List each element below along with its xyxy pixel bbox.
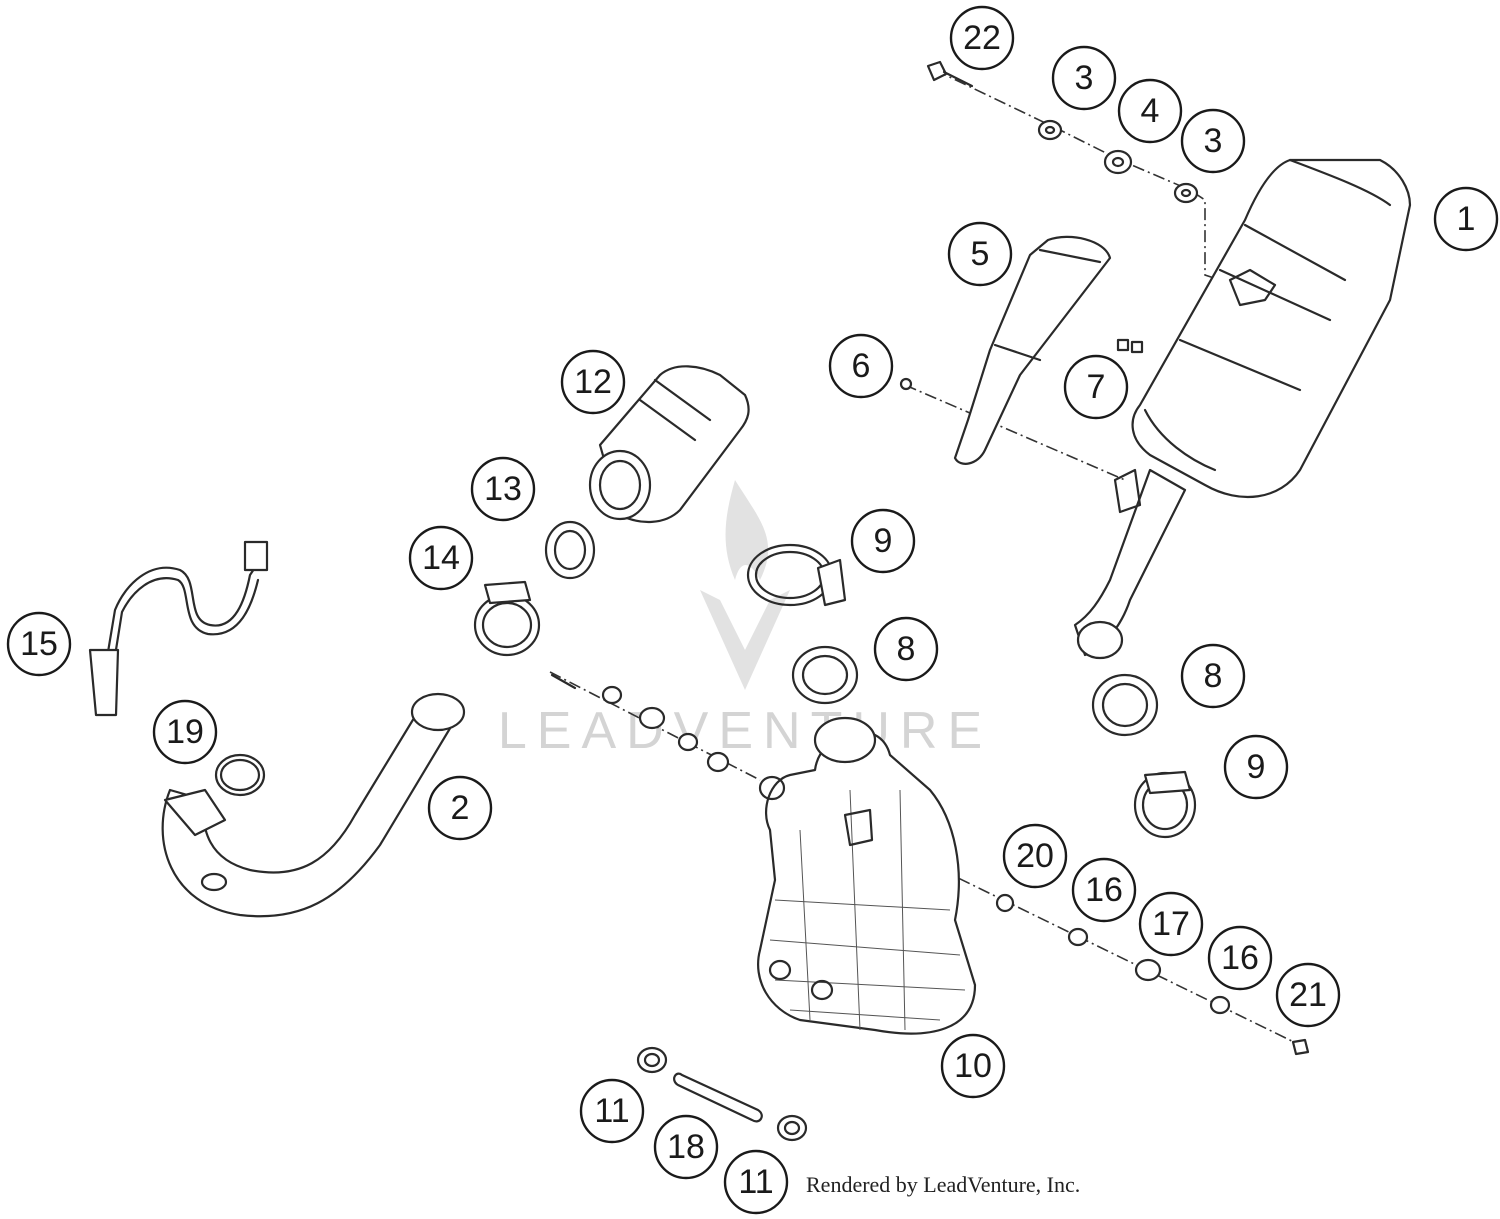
callout-3-second-label: 3 [1204,122,1223,160]
callout-3-second: 3 [1180,108,1246,174]
callout-4-label: 4 [1141,92,1160,130]
part-2-header-pipe [161,692,466,918]
part-7-nuts [1116,338,1144,354]
callout-9-second: 9 [1223,734,1289,800]
part-22-bolt [926,60,974,88]
part-8-gasket-lower [1091,673,1159,737]
callout-10: 10 [940,1033,1006,1099]
callout-8-label: 8 [897,630,916,668]
callout-1-label: 1 [1457,200,1476,238]
fastener-stack-lower [995,893,1310,1056]
callout-11: 11 [579,1078,645,1144]
callout-17-label: 17 [1152,905,1190,943]
callout-7: 7 [1063,354,1129,420]
callout-15: 15 [6,611,72,677]
callout-16: 16 [1071,857,1137,923]
callout-15-label: 15 [20,625,58,663]
callout-7-label: 7 [1087,368,1106,406]
callout-22-label: 22 [963,19,1001,57]
callout-12: 12 [560,349,626,415]
watermark-flame-logo [700,480,790,690]
callout-8: 8 [873,616,939,682]
callout-4: 4 [1117,78,1183,144]
part-18-spacer [673,1072,763,1123]
fastener-stack-upper [550,673,730,773]
callout-13-label: 13 [484,470,522,508]
callout-22: 22 [949,5,1015,71]
callout-2-label: 2 [451,789,470,827]
callout-3: 3 [1051,45,1117,111]
part-8-gasket-upper [791,645,859,705]
callout-8-second: 8 [1180,643,1246,709]
callout-9-second-label: 9 [1247,748,1266,786]
render-credit: Rendered by LeadVenture, Inc. [806,1172,1081,1197]
callout-16-second: 16 [1207,925,1273,991]
part-5-heat-shield [953,235,1112,465]
part-3-washer-lower [1173,182,1199,204]
callout-9: 9 [850,508,916,574]
watermark: LEADVENTURE [498,480,992,760]
callout-20: 20 [1002,823,1068,889]
part-14-clamp [473,580,541,657]
callout-6-label: 6 [852,347,871,385]
callout-9-label: 9 [874,522,893,560]
part-9-clamp-lower [1133,770,1197,839]
watermark-text: LEADVENTURE [498,702,992,760]
part-3-washer-upper [1037,119,1063,141]
callout-14: 14 [408,525,474,591]
callout-19: 19 [152,699,218,765]
part-1-silencer [1073,158,1412,660]
callout-12-label: 12 [574,363,612,401]
callout-20-label: 20 [1016,837,1054,875]
callout-11-second: 11 [723,1149,789,1215]
callout-2: 2 [427,775,493,841]
callout-3-label: 3 [1075,59,1094,97]
callout-17: 17 [1138,891,1204,957]
part-15-oxygen-sensor [88,540,269,717]
part-13-gasket [544,520,596,580]
callout-18-label: 18 [667,1128,705,1166]
part-12-catalyst [588,365,750,524]
callout-14-label: 14 [422,539,460,577]
part-11-bushing-left [636,1046,668,1074]
part-11-bushing-right [776,1114,808,1142]
callout-8-second-label: 8 [1204,657,1223,695]
callout-5-label: 5 [971,235,990,273]
callout-6: 6 [828,333,894,399]
callout-13: 13 [470,456,536,522]
callout-5: 5 [947,221,1013,287]
callout-16-second-label: 16 [1221,939,1259,977]
callout-18: 18 [653,1114,719,1180]
part-10-pre-muffler [757,716,977,1035]
part-4-grommet [1103,149,1133,175]
callout-21: 21 [1275,962,1341,1028]
callout-19-label: 19 [166,713,204,751]
callout-11-label: 11 [594,1092,629,1130]
callout-16-label: 16 [1085,871,1123,909]
callout-21-label: 21 [1289,976,1327,1014]
callouts: 22 3 4 3 1 5 6 7 12 13 14 9 8 15 19 2 8 … [6,5,1499,1215]
callout-1: 1 [1433,186,1499,252]
part-6-screw [899,377,913,391]
callout-11-second-label: 11 [738,1163,773,1201]
part-19-gasket [214,753,266,797]
part-9-clamp-upper [746,543,847,607]
callout-10-label: 10 [954,1047,992,1085]
